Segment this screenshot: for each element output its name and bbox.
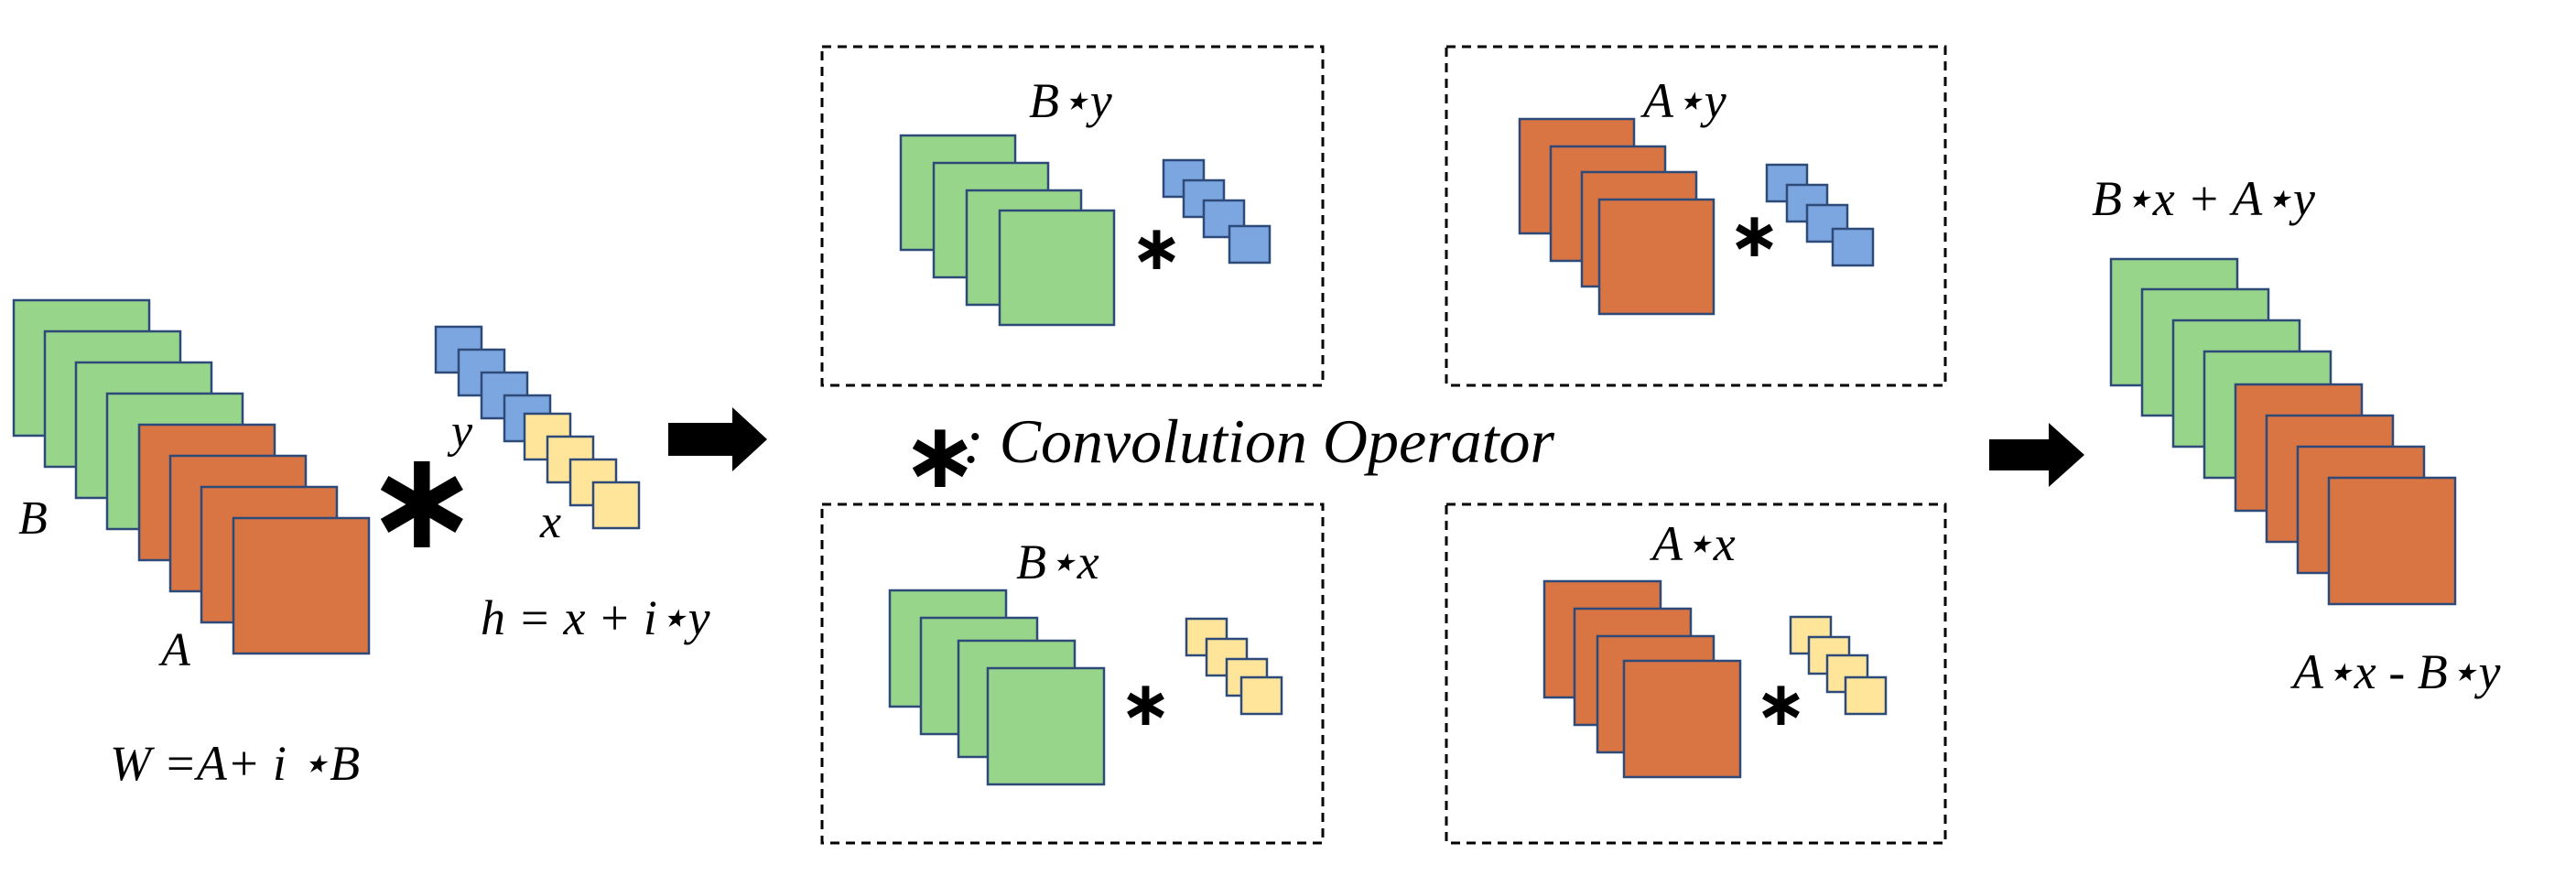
box-a-star-x: ∗ A⋆x — [1445, 502, 1947, 845]
y-filter-cell — [1228, 224, 1272, 265]
b-stack-label: B — [18, 492, 48, 545]
result-stack — [2109, 257, 2457, 606]
arrow-right-icon — [1989, 423, 2084, 487]
w-formula: W =A+ i ⋆B — [110, 736, 360, 791]
result-orange-maps — [2234, 383, 2457, 606]
result-map — [2327, 476, 2457, 606]
box-a-star-y: ∗ A⋆y — [1445, 45, 1947, 387]
convolution-star: ∗ — [1755, 668, 1807, 740]
b-maps — [888, 589, 1106, 786]
y-filters — [1765, 163, 1875, 267]
b-maps — [899, 134, 1116, 327]
box-a-y-label: A⋆y — [1640, 73, 1726, 128]
h-formula: h = x + i⋆y — [481, 590, 710, 645]
a-maps — [1518, 117, 1716, 316]
convolution-star-main: ∗ — [364, 421, 480, 580]
legend-star-icon: ∗ — [902, 402, 979, 509]
box-b-x-label: B⋆x — [1016, 535, 1099, 589]
box-frame — [820, 502, 1325, 845]
a-map — [1597, 198, 1716, 316]
w-kernel-stack — [12, 298, 371, 655]
b-map — [986, 666, 1106, 786]
a-map — [232, 516, 371, 655]
h-filter — [434, 325, 641, 530]
a-stack-label: A — [158, 624, 190, 676]
convolution-star: ∗ — [1120, 668, 1172, 740]
box-b-y-label: B⋆y — [1029, 73, 1112, 128]
x-filter-cell — [1239, 675, 1283, 716]
box-b-star-y: ∗ B⋆y — [820, 45, 1325, 387]
y-filter-label: y — [447, 405, 473, 458]
a-maps — [1542, 579, 1742, 779]
x-filters — [1789, 615, 1888, 716]
y-filter-cell — [1202, 199, 1246, 239]
result-bottom-label: A⋆x - B⋆y — [2290, 644, 2501, 699]
arrow-right-icon — [668, 407, 767, 471]
legend-text: : Convolution Operator — [963, 406, 1555, 476]
convolution-star: ∗ — [1131, 212, 1183, 285]
a-map — [1622, 659, 1742, 779]
x-filters — [523, 412, 641, 530]
y-filter-cell — [1831, 227, 1875, 267]
a-maps — [137, 423, 371, 655]
x-filter-cell — [1844, 675, 1888, 716]
box-frame — [1445, 502, 1947, 845]
y-filters — [1162, 158, 1272, 265]
box-frame — [820, 45, 1325, 387]
x-filter-label: x — [539, 496, 561, 548]
x-filter-cell — [591, 481, 641, 530]
box-frame — [1445, 45, 1947, 387]
b-map — [998, 209, 1116, 327]
box-b-star-x: ∗ B⋆x — [820, 502, 1325, 845]
x-filters — [1185, 617, 1283, 716]
convolution-star: ∗ — [1728, 200, 1780, 272]
box-a-x-label: A⋆x — [1650, 516, 1736, 571]
result-top-label: B⋆x + A⋆y — [2092, 171, 2315, 226]
